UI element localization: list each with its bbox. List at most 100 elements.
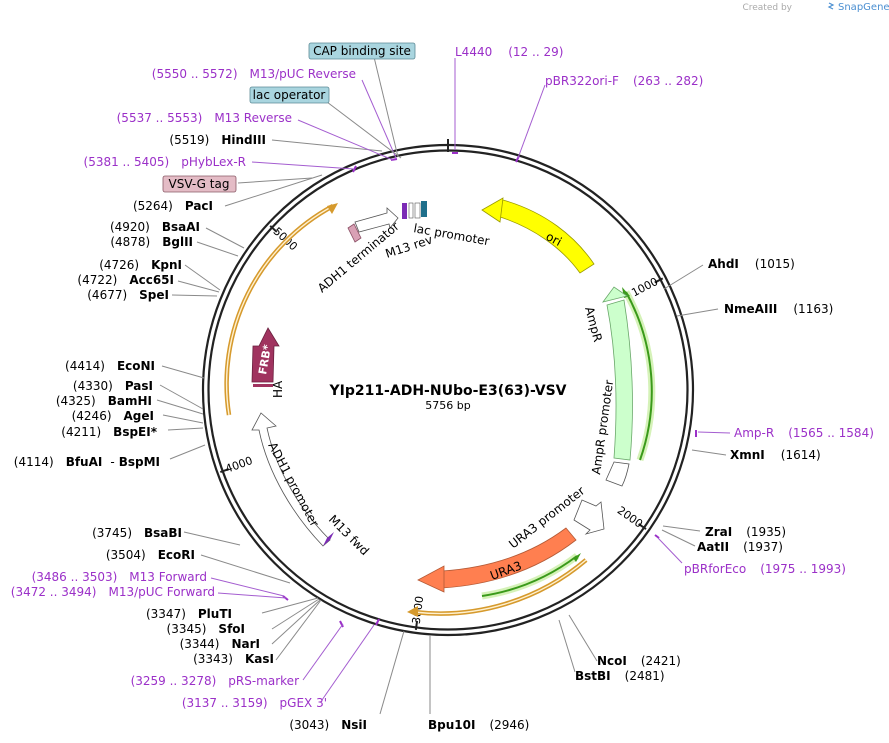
svg-text:(5550 .. 5572)M13/pUC Reverse: (5550 .. 5572)M13/pUC Reverse	[152, 67, 356, 81]
site-aatii: AatII	[697, 540, 729, 554]
svg-text:(4330)PasI: (4330)PasI	[73, 379, 153, 393]
site-pluti: PluTI	[198, 607, 232, 621]
ura3-orf-head	[573, 553, 581, 562]
cap-site-feature	[414, 202, 421, 219]
ha-feature	[253, 384, 273, 387]
primer-pbrforeco: pBRforEco	[684, 562, 746, 576]
site-sfoi-pos: (3345)	[167, 622, 207, 636]
site-ncoi-pos: (2421)	[641, 654, 681, 668]
site-bspei-star: *	[151, 425, 158, 439]
svg-text:(3259 .. 3278)pRS-marker: (3259 .. 3278)pRS-marker	[131, 674, 299, 688]
svg-text:(3343)KasI: (3343)KasI	[193, 652, 274, 666]
svg-text:(4246)AgeI: (4246) AgeI	[72, 409, 154, 423]
primer-m13-fwd-range: (3486 .. 3503)	[32, 570, 118, 584]
tick-label-4000: 4000	[224, 454, 255, 476]
cap-binding-site-label: CAP binding site	[313, 44, 411, 58]
site-bfuai: BfuAI	[66, 455, 103, 469]
site-econi: EcoNI	[117, 359, 155, 373]
site-spei: SpeI	[139, 288, 169, 302]
ura3-promoter-feature	[573, 499, 605, 535]
site-hindiii-pos: (5519)	[169, 133, 209, 147]
vsvg-tag-feature	[347, 223, 362, 243]
svg-text:(4722)Acc65I: (4722)Acc65I	[77, 273, 174, 287]
svg-text:(3745)BsaBI: (3745) BsaBI	[92, 526, 182, 540]
svg-text:NmeAIII(1163): NmeAIII(1163)	[724, 302, 833, 316]
site-bstbi-pos: (2481)	[625, 669, 665, 683]
site-bglii-pos: (4878)	[110, 235, 150, 249]
site-xmni-pos: (1614)	[781, 448, 821, 462]
site-bpu10i-pos: (2946)	[489, 718, 529, 732]
plasmid-size: 5756 bp	[425, 399, 470, 412]
ura3-label: URA3	[488, 559, 523, 583]
site-sfoi: SfoI	[218, 622, 245, 636]
site-ncoi: NcoI	[597, 654, 627, 668]
orf-arc-left-head	[327, 203, 338, 214]
svg-text:Bpu10I(2946): Bpu10I(2946)	[428, 718, 529, 732]
primer-m13-rev: M13 Reverse	[214, 111, 292, 125]
orf-arc-left-inner	[225, 205, 334, 416]
tick-mark-3000	[414, 620, 419, 630]
site-agei: AgeI	[124, 409, 154, 423]
svg-text:(5519)HindIII: (5519)HindIII	[169, 133, 266, 147]
primer-m13-puc-rev-range: (5550 .. 5572)	[152, 67, 238, 81]
svg-text:XmnI(1614): XmnI (1614)	[730, 448, 821, 462]
ha-label: HA	[271, 380, 285, 398]
frb-feature	[251, 327, 280, 383]
ampr-promoter-feature	[605, 461, 630, 487]
ampr-feature-head	[602, 286, 628, 303]
site-pasi: PasI	[125, 379, 153, 393]
primer-m13-fwd: M13 Forward	[129, 570, 207, 584]
site-bamhi-pos: (4325)	[56, 394, 96, 408]
svg-text:(3043)NsiI: (3043)NsiI	[289, 718, 367, 732]
svg-text:(4325)BamHI: (4325)BamHI	[56, 394, 152, 408]
primer-l4440-range: (12 .. 29)	[508, 45, 563, 59]
ura3-feature-head	[417, 565, 445, 593]
primer-amp-r: Amp-R	[734, 426, 774, 440]
adh1-terminator-feature	[354, 207, 399, 233]
ori-feature	[496, 199, 595, 274]
site-ecori: EcoRI	[158, 548, 195, 562]
site-ahdi: AhdI	[708, 257, 739, 271]
site-zrai-pos: (1935)	[746, 525, 786, 539]
site-bsabi-pos: (3745)	[92, 526, 132, 540]
site-bspei: BspEI	[113, 425, 151, 439]
m13-fwd-feature	[323, 532, 334, 546]
site-ahdi-pos: (1015)	[755, 257, 795, 271]
m13-rev-feature	[402, 203, 407, 219]
svg-text:(4878)BglII: (4878)BglII	[110, 235, 193, 249]
svg-text:ZraI(1935): ZraI (1935)	[705, 525, 786, 539]
tick-mark-5000	[269, 225, 278, 233]
site-xmni: XmnI	[730, 448, 765, 462]
primer-l4440: L4440	[455, 45, 492, 59]
site-zrai: ZraI	[705, 525, 732, 539]
ampr-promoter-label: AmpR promoter	[589, 379, 616, 475]
leaders-primers	[210, 56, 731, 701]
svg-text:(3504)EcoRI: (3504)EcoRI	[106, 548, 195, 562]
primer-labels: L4440(12 .. 29) pBR322ori-F(263 .. 282) …	[11, 45, 874, 710]
site-paci: PacI	[185, 199, 213, 213]
svg-text:AatII(1937): AatII(1937)	[697, 540, 783, 554]
svg-text:(4114)BfuAI-BspMI: (4114)BfuAI-BspMI	[14, 455, 160, 469]
site-nmeaiii: NmeAIII	[724, 302, 777, 316]
primer-prs-marker: pRS-marker	[228, 674, 299, 688]
vsv-g-tag-label: VSV-G tag	[169, 177, 230, 191]
svg-text:(4211)BspEI*: (4211)BspEI*	[61, 425, 157, 439]
primer-m13-puc-fwd-range: (3472 .. 3494)	[11, 585, 97, 599]
svg-text:NcoI(2421): NcoI (2421)	[597, 654, 681, 668]
site-kasi-pos: (3343)	[193, 652, 233, 666]
plasmid-name: YIp211-ADH-NUbo-E3(63)-VSV	[328, 383, 566, 399]
site-bsabi: BsaBI	[144, 526, 182, 540]
vsv-g-tag-box	[162, 175, 237, 193]
site-agei-pos: (4246)	[72, 409, 112, 423]
lac-operator-feature	[408, 202, 414, 219]
ori-feature-head	[481, 197, 504, 223]
site-bstbi: BstBI	[575, 669, 611, 683]
svg-text:BstBI(2481): BstBI (2481)	[575, 669, 665, 683]
frb-label: FRB*	[256, 343, 274, 375]
svg-text:(4677)SpeI: (4677)SpeI	[87, 288, 169, 302]
lac-operator-box	[249, 86, 330, 104]
lac-operator-label: lac operator	[253, 88, 326, 102]
ori-label: ori	[544, 229, 564, 249]
